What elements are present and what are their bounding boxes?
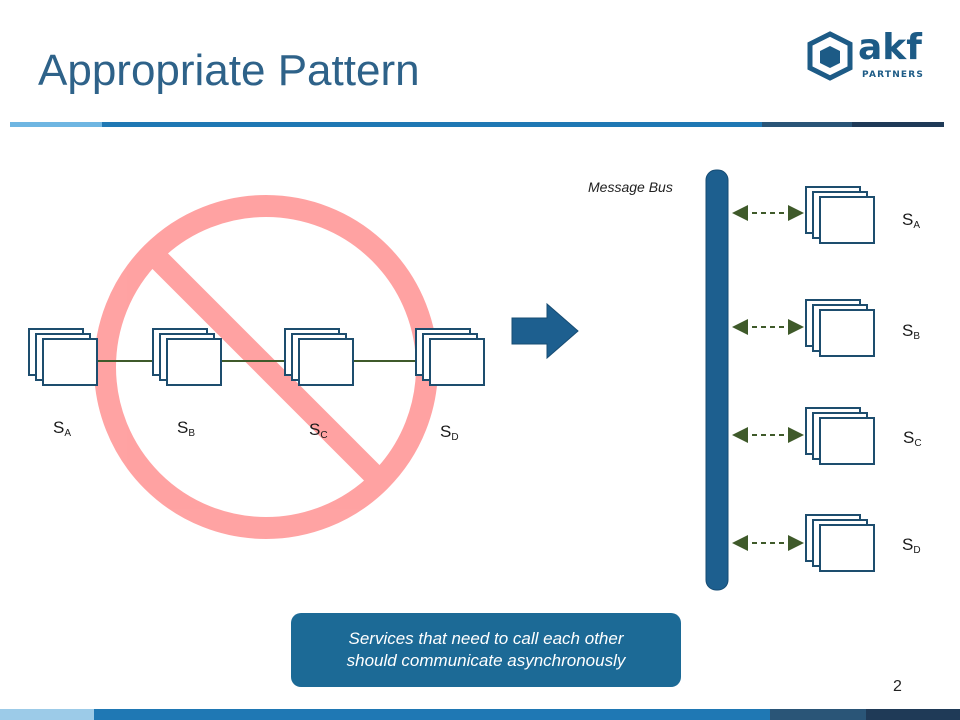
service-label-b-right: SB [902, 321, 921, 342]
service-label-c-right: SC [903, 428, 922, 449]
service-stack-b-right [805, 299, 875, 357]
akf-logo-icon [807, 31, 853, 81]
service-stack-b-left [152, 328, 222, 386]
page-number: 2 [893, 678, 902, 695]
service-stack-a-left [28, 328, 98, 386]
service-label-b-left: SB [177, 418, 196, 439]
message-bus-label: Message Bus [588, 179, 673, 195]
service-stack-d-right [805, 514, 875, 572]
service-label-d-right: SD [902, 535, 921, 556]
service-stack-c-left [284, 328, 354, 386]
async-links [732, 205, 804, 551]
service-label-d-left: SD [440, 422, 459, 443]
transition-arrow-icon [511, 302, 579, 360]
message-bus [705, 169, 729, 591]
service-stack-c-right [805, 407, 875, 465]
service-label-a-right: SA [902, 210, 921, 231]
service-label-c-left: SC [309, 420, 328, 441]
callout-box: Services that need to call each other sh… [291, 613, 681, 687]
slide-title: Appropriate Pattern [38, 46, 420, 95]
service-label-a-left: SA [53, 418, 72, 439]
callout-text: Services that need to call each other sh… [346, 629, 626, 670]
service-stack-a-right [805, 186, 875, 244]
service-stack-d-left [415, 328, 485, 386]
logo-subtitle: PARTNERS [862, 70, 925, 80]
logo-brand: akf [858, 27, 922, 68]
